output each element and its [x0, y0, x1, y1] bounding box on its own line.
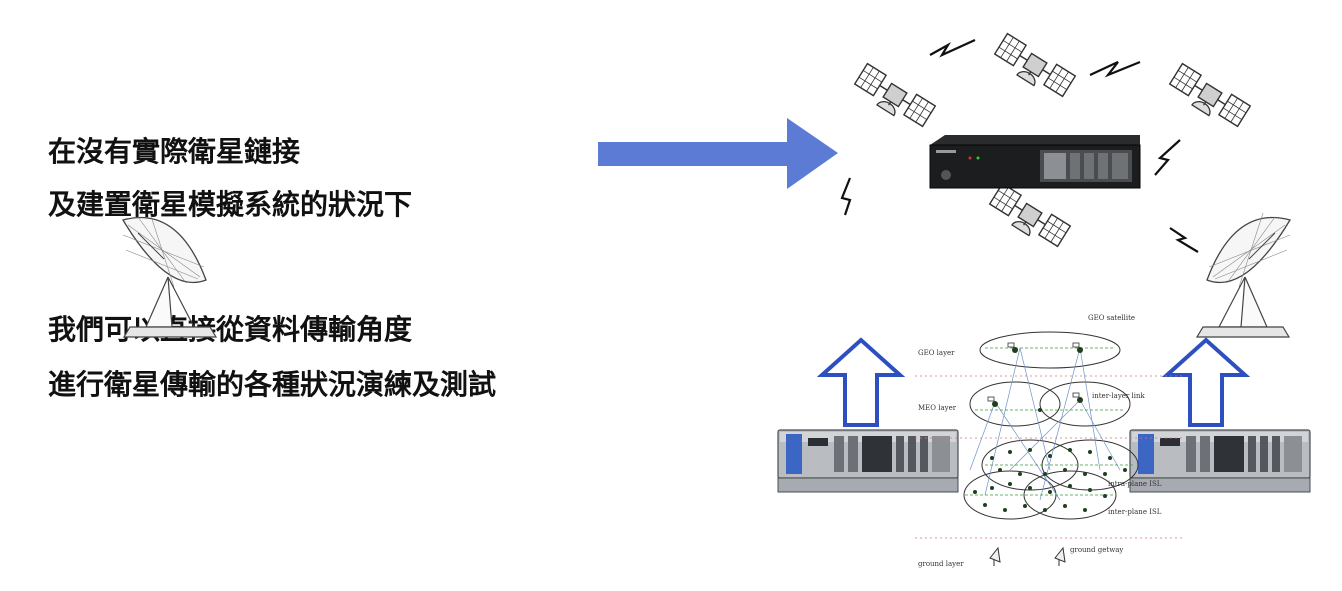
label-intra-plane-isl: intra-plane ISL [1108, 480, 1162, 488]
satellite-icon [992, 34, 1076, 102]
signal-bolt [1090, 62, 1140, 75]
signal-bolt [1155, 140, 1180, 175]
rack-equipment [778, 430, 958, 492]
label-inter-layer-link: inter-layer link [1092, 392, 1145, 400]
ground-dish-icon [1197, 213, 1290, 337]
signal-bolt [842, 178, 850, 215]
label-meo-layer: MEO layer [918, 404, 957, 412]
up-arrow [822, 340, 900, 425]
satellite-icon [987, 184, 1071, 252]
satellite-emulator-device [930, 135, 1140, 188]
right-arrow [598, 118, 838, 189]
satellite-icon [852, 64, 936, 132]
label-geo-satellite: GEO satellite [1088, 314, 1135, 322]
signal-bolt [1170, 228, 1198, 252]
satellite-icon [1167, 64, 1251, 132]
label-inter-plane-isl: inter-plane ISL [1108, 508, 1162, 516]
signal-bolt [930, 40, 975, 55]
up-arrow [1167, 340, 1245, 425]
label-geo-layer: GEO layer [918, 349, 955, 357]
label-ground-gateway: ground getway [1070, 546, 1123, 554]
label-ground-layer: ground layer [918, 560, 964, 568]
ground-dish-icon [123, 213, 216, 337]
